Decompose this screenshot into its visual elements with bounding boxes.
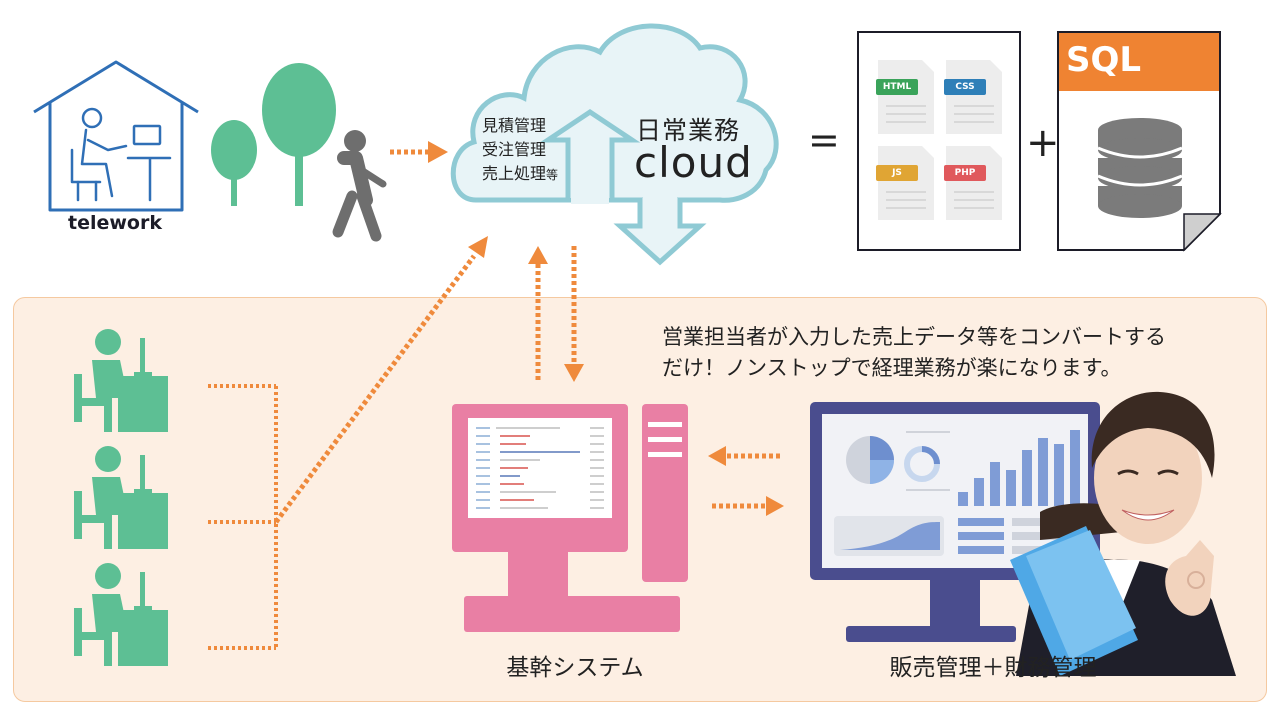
description-line-1: 営業担当者が入力した売上データ等をコンバートする <box>662 325 1166 349</box>
office-worker-icon-1 <box>74 329 168 432</box>
equals-sign: = <box>808 118 840 162</box>
house-icon <box>33 60 199 212</box>
worker-connector-lines <box>208 384 278 650</box>
donut-chart-graphic <box>904 446 940 482</box>
telework-label: telework <box>68 212 162 234</box>
office-worker-icon-3 <box>74 563 168 666</box>
cloud-task-list: 見積管理 受注管理 売上処理等 <box>482 114 558 187</box>
cloud-name: cloud <box>634 138 753 187</box>
database-icon <box>1098 118 1182 218</box>
tree-large-icon <box>262 63 336 206</box>
arrow-cloud-down <box>564 246 584 382</box>
pie-chart-graphic <box>846 436 894 484</box>
plus-sign: + <box>1026 120 1060 166</box>
sql-database-card <box>1057 31 1222 252</box>
code-files-card <box>857 31 1021 251</box>
html-badge: HTML <box>876 79 918 95</box>
arrow-office-to-cloud <box>273 236 488 524</box>
js-badge: JS <box>876 165 918 181</box>
description-line-2: だけ！ノンストップで経理業務が楽になります。 <box>662 356 1122 380</box>
description-text: 営業担当者が入力した売上データ等をコンバートする だけ！ノンストップで経理業務が… <box>662 322 1262 384</box>
arrow-system-up <box>528 246 548 380</box>
businesswoman-illustration <box>1010 391 1236 676</box>
core-screen-lines <box>476 427 604 509</box>
arrow-core-to-sales <box>712 496 784 516</box>
cloud-task-item: 見積管理 <box>482 116 547 135</box>
core-system-label: 基幹システム <box>506 655 644 681</box>
cloud-task-item: 受注管理 <box>482 140 547 159</box>
cloud-task-item-text: 売上処理 <box>482 164 547 183</box>
walking-person-icon <box>332 130 387 242</box>
cloud-task-item: 売上処理等 <box>482 162 558 187</box>
core-system-computer <box>452 404 688 632</box>
cloud-shape <box>450 23 779 266</box>
cloud-title: 日常業務 <box>636 116 741 145</box>
arrow-sales-to-core <box>708 446 780 466</box>
sql-label: SQL <box>1066 40 1142 80</box>
area-chart-graphic <box>834 516 944 556</box>
cloud-task-suffix: 等 <box>546 168 559 182</box>
sales-system-label: 販売管理＋財務管理 <box>889 655 1097 681</box>
tree-small-icon <box>211 120 257 206</box>
php-badge: PHP <box>944 165 986 181</box>
telework-person-icon <box>70 107 172 202</box>
arrow-to-cloud <box>390 141 448 163</box>
sales-system-monitor <box>810 402 1100 642</box>
office-worker-icon-2 <box>74 446 168 549</box>
bar-chart-graphic <box>958 430 1080 506</box>
css-badge: CSS <box>944 79 986 95</box>
